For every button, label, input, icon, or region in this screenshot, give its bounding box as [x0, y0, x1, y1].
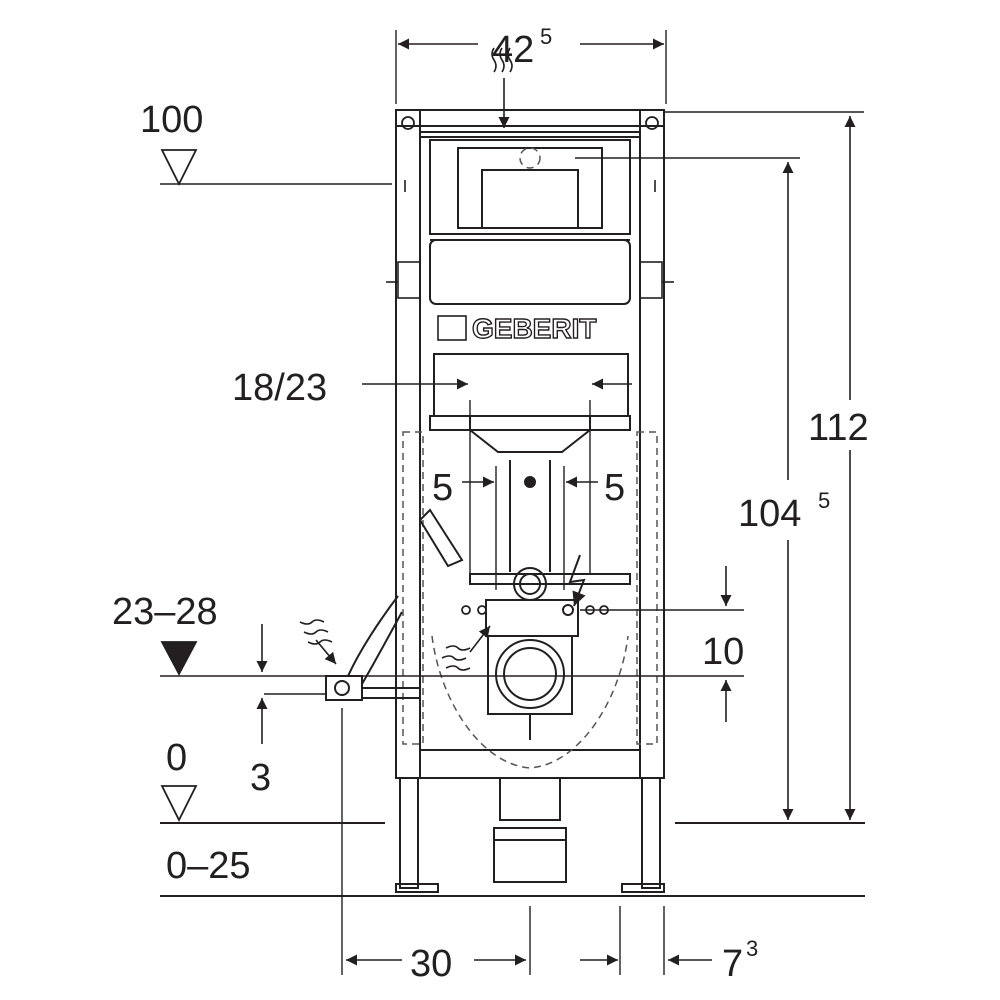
brand-logo: GEBERIT: [437, 312, 597, 345]
flush-pipe: [469, 460, 631, 637]
electric-symbol: [568, 554, 586, 607]
extension-lines: [160, 30, 864, 975]
label-height-inner: 104: [738, 493, 801, 535]
cistern-lower: [433, 353, 629, 417]
drain-elbow: [487, 635, 573, 883]
left-foot: [399, 777, 419, 889]
level-marker-0: [160, 785, 198, 823]
water-supply-pipe: [325, 508, 464, 701]
label-height-100: 100: [140, 99, 203, 141]
label-offset-right: 5: [604, 467, 625, 509]
label-floor-range: 0–25: [166, 845, 251, 887]
label-bolt-spacing: 18/23: [232, 367, 327, 409]
water-wave-icons: [299, 47, 513, 671]
dimension-arrows: [256, 38, 856, 966]
floor-lines: [160, 822, 865, 897]
dashed-pan-outline: [431, 635, 629, 769]
wall-brackets: [386, 180, 674, 299]
dimension-labels: 42 5 100 112 104 5 18/23 5 5 23–28 3 0 0…: [112, 24, 869, 985]
label-drain-offset: 3: [250, 757, 271, 799]
label-drain-spacing: 10: [702, 631, 744, 673]
cistern: [429, 139, 631, 453]
bottom-rail: [419, 749, 641, 779]
right-foot: [641, 777, 661, 889]
level-markers: [160, 149, 198, 823]
level-marker-100: [160, 149, 198, 187]
label-bottom-right-sup: 3: [746, 936, 758, 961]
label-floor-level: 0: [166, 737, 187, 779]
label-bottom-right: 7: [722, 943, 743, 985]
level-marker-drain: [160, 641, 198, 676]
label-frame-width: 42: [492, 29, 534, 71]
label-frame-width-sup: 5: [540, 24, 552, 49]
label-drain-height-range: 23–28: [112, 591, 218, 633]
dashed-right-plate: [636, 431, 658, 745]
cistern-top-box: [429, 139, 631, 235]
mounting-holes: [401, 116, 659, 615]
label-offset-left: 5: [432, 467, 453, 509]
dashed-outlines: [402, 147, 658, 769]
label-height-inner-sup: 5: [818, 488, 830, 513]
service-opening: [457, 147, 603, 229]
label-height-total: 112: [808, 407, 869, 449]
right-upright: [639, 109, 665, 779]
top-rail: [395, 109, 665, 127]
floor-drain-box: [493, 827, 567, 883]
dashed-left-plate: [402, 431, 424, 745]
label-bottom-left: 30: [410, 943, 452, 985]
left-upright: [395, 109, 421, 779]
brand-name: GEBERIT: [472, 313, 596, 344]
